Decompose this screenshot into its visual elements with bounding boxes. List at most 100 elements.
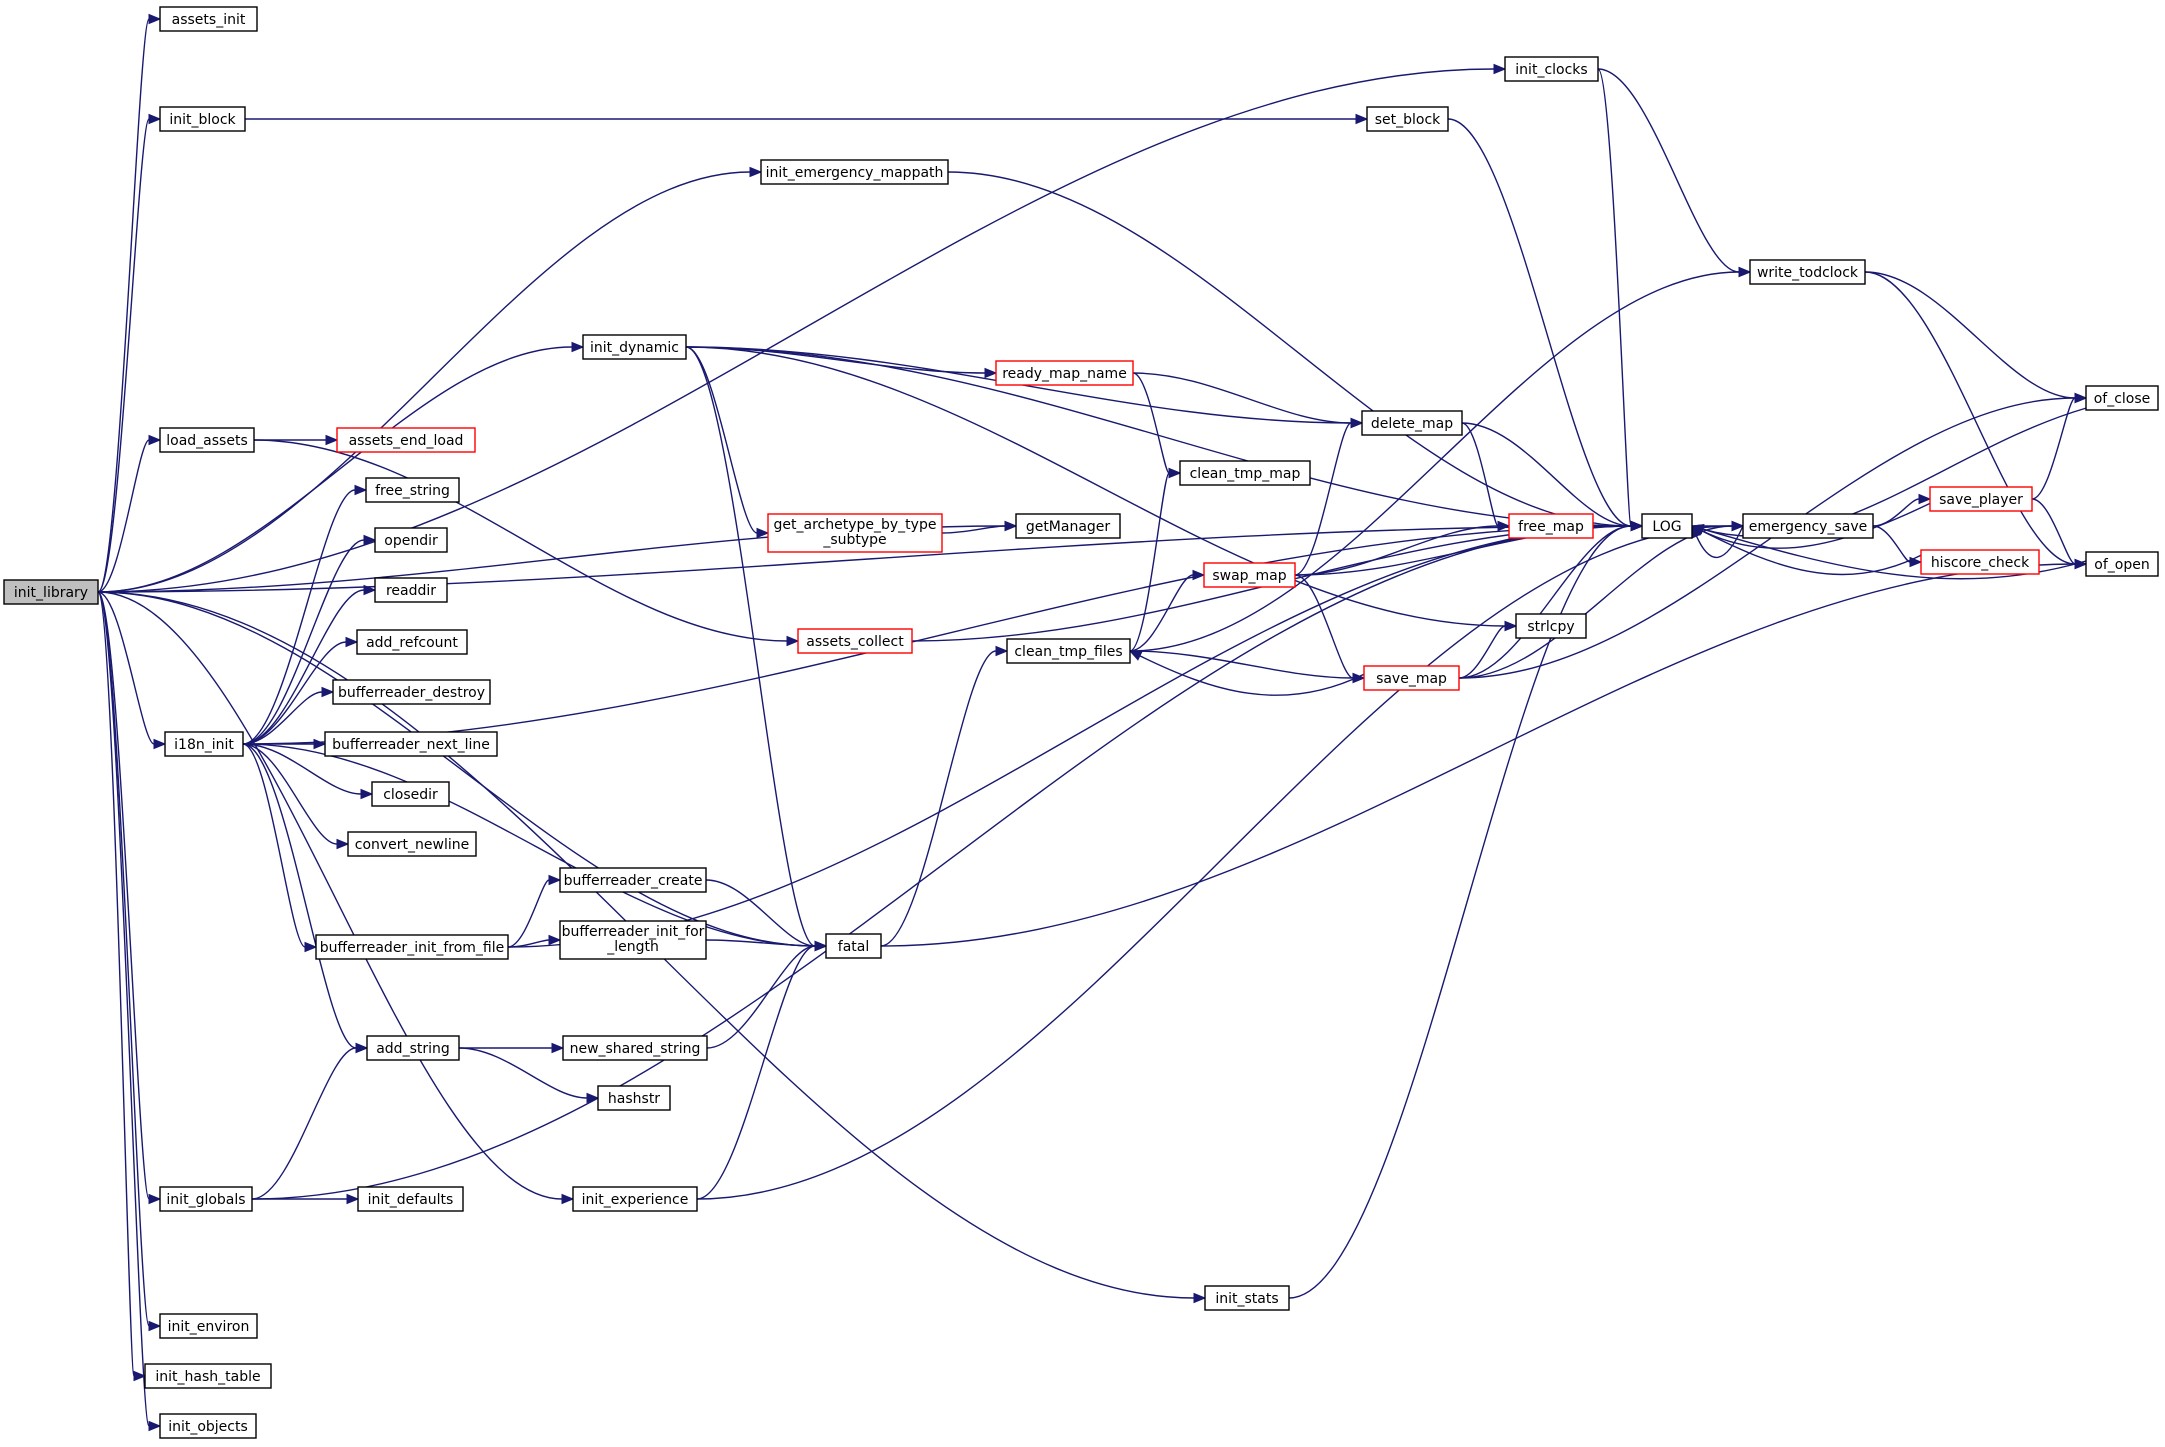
node-box	[159, 1313, 258, 1339]
node-init_block[interactable]: init_block	[159, 106, 246, 132]
node-LOG[interactable]: LOG	[1641, 513, 1693, 539]
node-bufferreader_next_line[interactable]: bufferreader_next_line	[324, 731, 498, 757]
node-write_todclock[interactable]: write_todclock	[1749, 259, 1866, 285]
node-assets_collect[interactable]: assets_collect	[797, 628, 913, 654]
node-box	[315, 934, 509, 960]
node-strlcpy[interactable]: strlcpy	[1515, 613, 1587, 639]
node-label: delete_map	[1371, 416, 1453, 432]
node-bufferreader_init_from_file[interactable]: bufferreader_init_from_file	[315, 934, 509, 960]
edge-arrowhead	[355, 1042, 369, 1054]
node-bufferreader_init_for_length[interactable]: bufferreader_init_for_length	[559, 920, 707, 960]
edge-line	[242, 589, 365, 745]
node-box	[760, 159, 949, 185]
node-of_close[interactable]: of_close	[2085, 385, 2159, 411]
node-label: save_map	[1376, 671, 1447, 687]
edge-arrowhead	[345, 636, 359, 648]
node-label: closedir	[383, 787, 438, 803]
edge-save_map-to-clean_tmp_files	[1128, 650, 1365, 696]
node-box	[1179, 460, 1311, 486]
node-init_stats[interactable]: init_stats	[1204, 1285, 1290, 1311]
edge-line	[705, 879, 816, 947]
node-bufferreader_destroy[interactable]: bufferreader_destroy	[332, 679, 491, 705]
node-label: bufferreader_init_for_length	[562, 924, 705, 955]
edge-line	[97, 591, 150, 1427]
node-init_clocks[interactable]: init_clocks	[1504, 56, 1599, 82]
node-free_string[interactable]: free_string	[365, 477, 460, 503]
node-label: bufferreader_create	[564, 873, 703, 889]
node-init_library[interactable]: init_library	[3, 579, 99, 605]
node-hashstr[interactable]: hashstr	[597, 1085, 671, 1111]
node-init_objects[interactable]: init_objects	[159, 1413, 257, 1439]
node-load_assets[interactable]: load_assets	[159, 427, 255, 453]
edge-i18n_init-to-free_string	[242, 484, 368, 745]
node-fatal[interactable]: fatal	[825, 933, 882, 959]
node-emergency_save[interactable]: emergency_save	[1742, 513, 1874, 539]
node-label: getManager	[1026, 519, 1111, 535]
edge-fatal-to-clean_tmp_files	[880, 645, 1009, 947]
node-label: init_clocks	[1515, 62, 1587, 78]
node-save_player[interactable]: save_player	[1929, 486, 2033, 512]
node-label: save_player	[1939, 492, 2023, 508]
edge-line	[880, 650, 997, 947]
node-set_block[interactable]: set_block	[1366, 106, 1449, 132]
node-init_environ[interactable]: init_environ	[159, 1313, 258, 1339]
edge-bufferreader_init_from_file-to-bufferreader_create	[507, 874, 562, 948]
node-init_emergency_mappath[interactable]: init_emergency_mappath	[760, 159, 949, 185]
node-box	[1508, 513, 1594, 539]
edge-arrowhead	[1192, 569, 1206, 581]
edge-init_globals-to-add_string	[251, 1042, 369, 1200]
edge-init_library-to-i18n_init	[97, 591, 167, 750]
node-new_shared_string[interactable]: new_shared_string	[562, 1035, 708, 1061]
node-hiscore_check[interactable]: hiscore_check	[1920, 549, 2040, 575]
node-swap_map[interactable]: swap_map	[1203, 562, 1296, 588]
node-box	[357, 1186, 464, 1212]
node-opendir[interactable]: opendir	[374, 527, 448, 553]
edge-line	[1288, 525, 1632, 1299]
node-label: get_archetype_by_type_subtype	[774, 517, 937, 548]
node-init_experience[interactable]: init_experience	[572, 1186, 698, 1212]
node-clean_tmp_map[interactable]: clean_tmp_map	[1179, 460, 1311, 486]
node-convert_newline[interactable]: convert_newline	[347, 831, 477, 857]
node-label: init_defaults	[368, 1192, 454, 1208]
node-init_hash_table[interactable]: init_hash_table	[144, 1363, 272, 1389]
node-init_defaults[interactable]: init_defaults	[357, 1186, 464, 1212]
node-add_string[interactable]: add_string	[366, 1035, 460, 1061]
node-i18n_init[interactable]: i18n_init	[164, 731, 244, 757]
edge-arrowhead	[1493, 63, 1507, 75]
node-clean_tmp_files[interactable]: clean_tmp_files	[1006, 638, 1131, 664]
node-of_open[interactable]: of_open	[2085, 551, 2159, 577]
node-save_map[interactable]: save_map	[1363, 665, 1460, 691]
node-init_globals[interactable]: init_globals	[159, 1186, 253, 1212]
edge-line	[97, 18, 150, 593]
node-box	[582, 334, 687, 360]
node-readdir[interactable]: readdir	[374, 577, 448, 603]
edge-arrowhead	[148, 434, 162, 446]
edge-arrowhead	[548, 934, 562, 946]
node-init_dynamic[interactable]: init_dynamic	[582, 334, 687, 360]
node-closedir[interactable]: closedir	[371, 781, 450, 807]
node-delete_map[interactable]: delete_map	[1361, 410, 1463, 436]
node-ready_map_name[interactable]: ready_map_name	[995, 360, 1134, 386]
node-box	[1515, 613, 1587, 639]
node-box	[1749, 259, 1866, 285]
node-box	[3, 579, 99, 605]
edge-arrowhead	[749, 166, 763, 178]
node-getManager[interactable]: getManager	[1015, 513, 1121, 539]
edge-init_library-to-init_hash_table	[97, 591, 147, 1382]
edge-line	[242, 743, 816, 947]
node-box	[572, 1186, 698, 1212]
node-assets_end_load[interactable]: assets_end_load	[336, 427, 476, 453]
edge-get_archetype_by_type_subtype-to-getManager	[941, 520, 1018, 534]
node-free_map[interactable]: free_map	[1508, 513, 1594, 539]
node-add_refcount[interactable]: add_refcount	[356, 629, 468, 655]
edge-i18n_init-to-bufferreader_init_from_file	[242, 743, 318, 953]
node-get_archetype_by_type_subtype[interactable]: get_archetype_by_type_subtype	[767, 513, 943, 553]
edge-line	[1872, 525, 1911, 563]
node-box	[2085, 385, 2159, 411]
node-label: swap_map	[1212, 568, 1286, 584]
node-label: free_string	[375, 483, 450, 499]
node-box	[825, 933, 882, 959]
node-assets_init[interactable]: assets_init	[159, 6, 258, 32]
node-box	[1504, 56, 1599, 82]
node-bufferreader_create[interactable]: bufferreader_create	[559, 867, 707, 893]
